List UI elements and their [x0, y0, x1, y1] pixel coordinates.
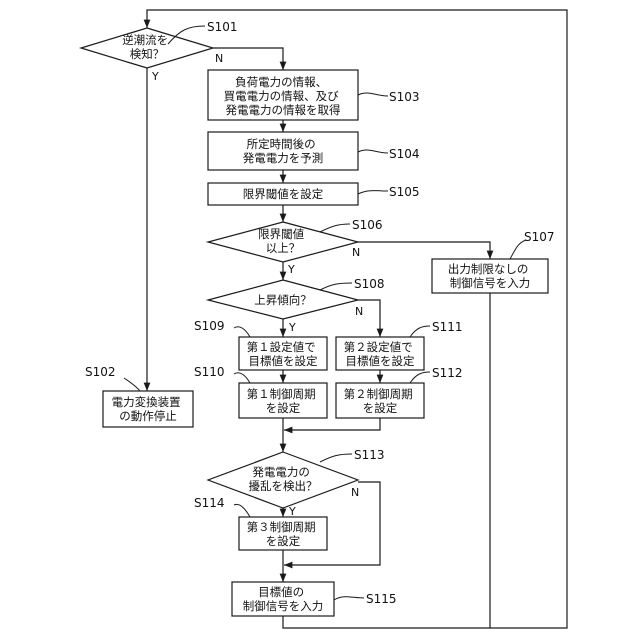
s106-yes-label: Y — [287, 263, 295, 276]
s105-text: 限界閾値を設定 — [243, 187, 324, 201]
s108-yes-label: Y — [288, 321, 296, 334]
s102-leader — [124, 378, 140, 391]
s101-label: S101 — [207, 20, 238, 34]
s101-no-label: N — [215, 52, 223, 65]
s111-text: 第２設定値で 目標値を設定 — [344, 340, 417, 368]
s106-no-line — [358, 242, 490, 259]
s106-leader — [320, 224, 350, 232]
s101-yes-label: Y — [151, 70, 159, 83]
s114-label: S114 — [194, 496, 225, 510]
s106-label: S106 — [352, 218, 383, 232]
s108-text: 上昇傾向？ — [254, 293, 312, 307]
s113-leader — [320, 454, 352, 462]
s111-label: S111 — [432, 320, 463, 334]
s103-text: 負荷電力の情報、 買電電力の情報、及び 発電電力の情報を取得 — [224, 75, 343, 117]
s108-label: S108 — [354, 277, 385, 291]
s110-label: S110 — [194, 365, 225, 379]
s106-no-label: N — [352, 246, 360, 259]
s113-label: S113 — [354, 448, 385, 462]
s112-merge-line — [284, 418, 380, 430]
s113-yes-label: Y — [288, 505, 296, 518]
s103-label: S103 — [389, 90, 420, 104]
s104-text: 所定時間後の 発電電力を予測 — [243, 137, 324, 165]
s113-text: 発電電力の 擾乱を検出？ — [249, 465, 318, 493]
s114-leader — [234, 504, 250, 517]
s115-label: S115 — [366, 592, 397, 606]
s115-out-line — [283, 616, 490, 628]
s109-text: 第１設定値で 目標値を設定 — [247, 340, 320, 368]
s105-leader — [358, 191, 388, 194]
s107-label: S107 — [524, 230, 555, 244]
s101-no-line — [213, 48, 283, 70]
s102-text: 電力変換装置 の動作停止 — [112, 395, 185, 423]
s108-no-label: N — [355, 305, 363, 318]
s104-label: S104 — [389, 147, 420, 161]
s104-leader — [358, 150, 388, 153]
s109-leader — [234, 327, 250, 337]
s107-text: 出力制限なしの 制御信号を入力 — [448, 262, 532, 290]
s109-label: S109 — [194, 319, 225, 333]
s113-no-label: N — [351, 486, 359, 499]
s108-leader — [320, 283, 352, 290]
s110-leader — [234, 373, 250, 383]
s102-label: S102 — [85, 365, 116, 379]
s111-leader — [410, 326, 430, 337]
s105-label: S105 — [389, 185, 420, 199]
s115-leader — [334, 597, 364, 600]
s112-label: S112 — [432, 366, 463, 380]
s103-leader — [358, 93, 388, 96]
s112-leader — [410, 372, 430, 383]
